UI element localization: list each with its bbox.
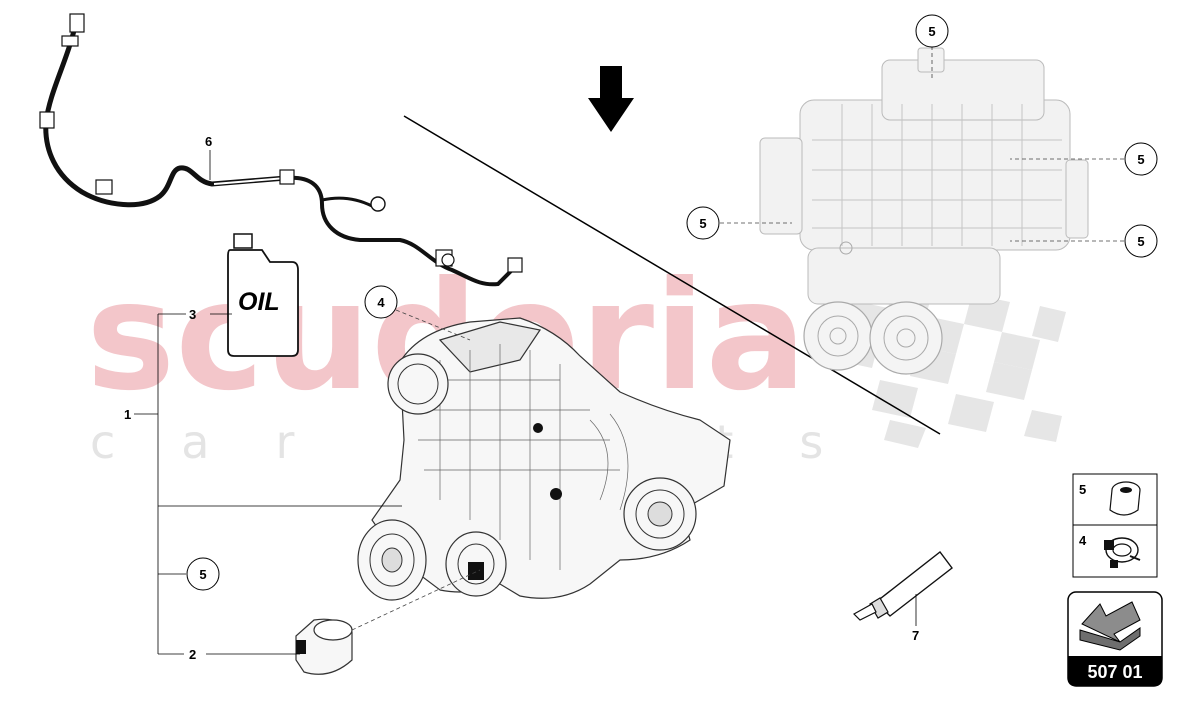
label-7: 7 (912, 628, 919, 643)
callout-5-right-lower: 5 (1124, 224, 1158, 258)
legend-row1-number: 5 (1079, 482, 1086, 497)
svg-text:5: 5 (699, 216, 706, 231)
oil-label: OIL (238, 288, 280, 316)
reference-code: 507 01 (1087, 662, 1142, 682)
legend-clamp-icon (1104, 537, 1141, 568)
svg-text:4: 4 (377, 295, 385, 310)
cable-harness (39, 13, 523, 287)
label-6: 6 (205, 134, 212, 149)
gearbox-top-view (759, 47, 1089, 375)
sealant-tube-part-7 (853, 551, 953, 621)
legend-plug-icon (1109, 481, 1141, 516)
reference-badge: 507 01 (1067, 591, 1163, 687)
view-direction-arrow (588, 66, 634, 132)
oil-bottle: OIL (227, 233, 299, 357)
callout-5-top: 5 (915, 14, 949, 48)
rear-differential-gearbox (357, 253, 731, 601)
separator-line (403, 115, 941, 435)
arrow-icon (1079, 601, 1141, 651)
parts-legend: 5 4 (1072, 473, 1158, 578)
svg-text:5: 5 (199, 567, 206, 582)
callout-5-left: 5 (686, 206, 720, 240)
legend-row2-number: 4 (1079, 533, 1087, 548)
svg-text:5: 5 (1137, 234, 1144, 249)
callout-4: 4 (364, 285, 398, 319)
bushing-part-2 (295, 618, 353, 675)
label-3: 3 (189, 307, 196, 322)
callout-5-right-upper: 5 (1124, 142, 1158, 176)
svg-text:5: 5 (1137, 152, 1144, 167)
svg-text:5: 5 (928, 24, 935, 39)
label-2: 2 (189, 647, 196, 662)
callout-5-bottom: 5 (186, 557, 220, 591)
label-1: 1 (124, 407, 131, 422)
